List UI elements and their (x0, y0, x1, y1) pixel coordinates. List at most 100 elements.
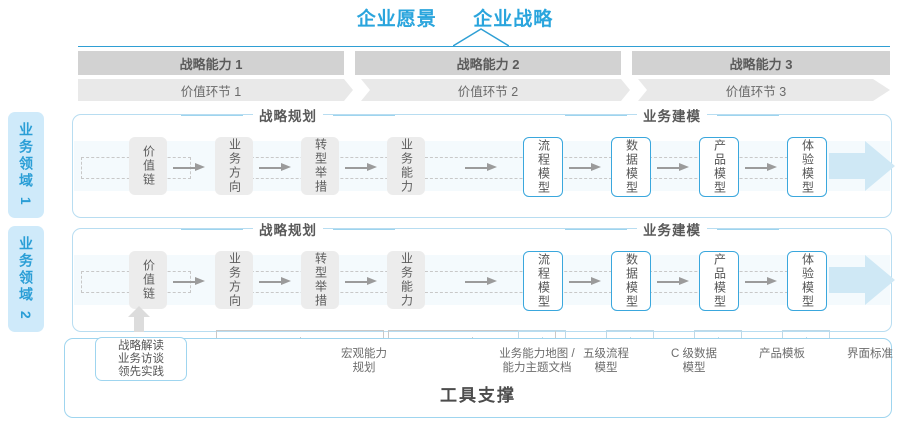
row-1-node-business-capability[interactable]: 业务能力 (387, 137, 425, 195)
tool-support-title: 工具支撑 (440, 386, 516, 405)
tool-label-product-template: 产品模板 (717, 347, 847, 361)
value-chain-label-2: 价值环节 2 (457, 84, 519, 99)
row-2-arrow-1-icon (173, 277, 207, 286)
domain-tab-2[interactable]: 业务领域 2 (8, 226, 44, 332)
planning-rule-left-1 (181, 114, 243, 116)
value-chain-item-2[interactable]: 价值环节 2 (355, 79, 621, 101)
tool-label-capability-map: 业务能力地图 / 能力主题文档 (463, 347, 611, 375)
modeling-rule-right-1 (717, 114, 779, 116)
row-1-node-label-4: 业务能力 (399, 138, 414, 194)
tool-label-c-level-data-line2: 模型 (682, 362, 706, 374)
row-1-node-label-2: 业务方向 (227, 138, 242, 194)
row-2-node-product-model[interactable]: 产品模型 (699, 251, 739, 311)
row-2-arrow-5-icon (569, 277, 603, 286)
row-1-rail-band (74, 141, 890, 191)
row-2-node-label-4: 业务能力 (399, 252, 414, 308)
tool-box-strategy-input[interactable]: 战略解读 业务访谈 领先实践 (95, 337, 187, 381)
row-1-node-label-5: 流程模型 (536, 139, 551, 195)
row-2-node-process-model[interactable]: 流程模型 (523, 251, 563, 311)
row-1-node-label-8: 体验模型 (800, 139, 815, 195)
row-2-arrow-2-icon (259, 277, 293, 286)
row-1-arrow-5-icon (569, 163, 603, 172)
modeling-rule-right-2 (717, 228, 779, 230)
row-1-node-label-3: 转型举措 (313, 138, 328, 194)
row-2-node-label-6: 数据模型 (624, 253, 639, 309)
vision-caret-icon (453, 28, 509, 47)
capability-box-2[interactable]: 战略能力 2 (355, 51, 621, 75)
row-2-arrow-6-icon (657, 277, 691, 286)
tool-label-product-template-line1: 产品模板 (759, 348, 805, 360)
row-2-node-label-5: 流程模型 (536, 253, 551, 309)
value-chain-label-3: 价值环节 3 (725, 84, 787, 99)
planning-rule-right-1 (333, 114, 395, 116)
capability-label-2: 战略能力 2 (456, 56, 520, 72)
planning-rule-left-2 (181, 228, 243, 230)
tool-label-c-level-data-line1: C 级数据 (671, 348, 717, 360)
tool-box-line-2: 业务访谈 (118, 352, 164, 365)
row-2-arrow-4-icon (465, 277, 499, 286)
modeling-rule-left-2 (565, 228, 627, 230)
domain-row-2: 战略规划 业务建模 价值链 业务方向 转型举措 业务能力 流程模型 数据模型 (72, 219, 895, 332)
row-2-node-business-direction[interactable]: 业务方向 (215, 251, 253, 309)
row-1-arrow-7-icon (745, 163, 779, 172)
row-1-node-business-direction[interactable]: 业务方向 (215, 137, 253, 195)
tool-support-panel: 战略解读 业务访谈 领先实践 宏观能力 规划 业务能力地图 / 能力主题文档 五… (64, 337, 893, 418)
tool-box-line-3: 领先实践 (118, 365, 164, 378)
row-2-planning-header: 战略规划 (181, 219, 395, 239)
bracket-macro-capability (216, 330, 384, 344)
tool-label-macro-capability-line2: 规划 (352, 362, 376, 374)
row-1-node-product-model[interactable]: 产品模型 (699, 137, 739, 197)
capability-band: 战略能力 1 战略能力 2 战略能力 3 (78, 51, 890, 75)
tool-label-five-level-process-line2: 模型 (594, 362, 618, 374)
row-1-planning-header: 战略规划 (181, 105, 395, 125)
vision-underline (78, 46, 890, 47)
row-2-node-business-capability[interactable]: 业务能力 (387, 251, 425, 309)
vision-title: 企业愿景 (356, 9, 437, 30)
row-2-arrow-7-icon (745, 277, 779, 286)
value-chain-chevron-2 (621, 79, 647, 101)
row-2-arrow-3-icon (345, 277, 379, 286)
row-1-node-label-7: 产品模型 (712, 139, 727, 195)
modeling-rule-left-1 (565, 114, 627, 116)
row-1-node-data-model[interactable]: 数据模型 (611, 137, 651, 197)
value-chain-band: 价值环节 1 价值环节 2 价值环节 3 (78, 79, 890, 101)
bracket-data-model (606, 330, 654, 344)
row-2-node-data-model[interactable]: 数据模型 (611, 251, 651, 311)
value-chain-label-1: 价值环节 1 (180, 84, 242, 99)
row-2-modeling-header: 业务建模 (565, 219, 779, 239)
row-1-node-label-6: 数据模型 (624, 139, 639, 195)
planning-title-1: 战略规划 (253, 105, 323, 125)
value-chain-item-3[interactable]: 价值环节 3 (632, 79, 880, 101)
row-2-node-label-8: 体验模型 (800, 253, 815, 309)
tool-label-macro-capability-line1: 宏观能力 (341, 348, 387, 360)
row-1-node-value-chain[interactable]: 价值链 (129, 137, 167, 195)
row-2-node-label-2: 业务方向 (227, 252, 242, 308)
domain-label-1: 业务领域 1 (18, 122, 34, 208)
tool-label-c-level-data: C 级数据 模型 (629, 347, 759, 375)
value-chain-item-1[interactable]: 价值环节 1 (78, 79, 344, 101)
tool-label-five-level-process-line1: 五级流程 (583, 348, 629, 360)
bracket-process-model (518, 330, 566, 344)
modeling-title-1: 业务建模 (637, 105, 707, 125)
row-1-node-transformation[interactable]: 转型举措 (301, 137, 339, 195)
tool-label-ui-standard: 界面标准 (805, 347, 910, 361)
row-2-node-transformation[interactable]: 转型举措 (301, 251, 339, 309)
capability-box-1[interactable]: 战略能力 1 (78, 51, 344, 75)
row-1-node-experience-model[interactable]: 体验模型 (787, 137, 827, 197)
row-1-node-process-model[interactable]: 流程模型 (523, 137, 563, 197)
capability-label-1: 战略能力 1 (179, 56, 243, 72)
row-1-node-label-1: 价值链 (141, 145, 156, 187)
row-2-node-value-chain[interactable]: 价值链 (129, 251, 167, 309)
planning-rule-right-2 (333, 228, 395, 230)
row-2-rail-band (74, 255, 890, 305)
header-titles: 企业愿景 企业战略 (0, 4, 910, 31)
planning-title-2: 战略规划 (253, 219, 323, 239)
domain-row-1: 战略规划 业务建模 价值链 业务方向 转型举措 业务能力 流程模型 数据模型 (72, 105, 895, 218)
capability-label-3: 战略能力 3 (729, 56, 793, 72)
bracket-ui-standard (782, 330, 830, 344)
row-2-node-label-1: 价值链 (141, 259, 156, 301)
domain-tab-1[interactable]: 业务领域 1 (8, 112, 44, 218)
capability-box-3[interactable]: 战略能力 3 (632, 51, 890, 75)
row-1-arrow-4-icon (465, 163, 499, 172)
row-2-node-experience-model[interactable]: 体验模型 (787, 251, 827, 311)
